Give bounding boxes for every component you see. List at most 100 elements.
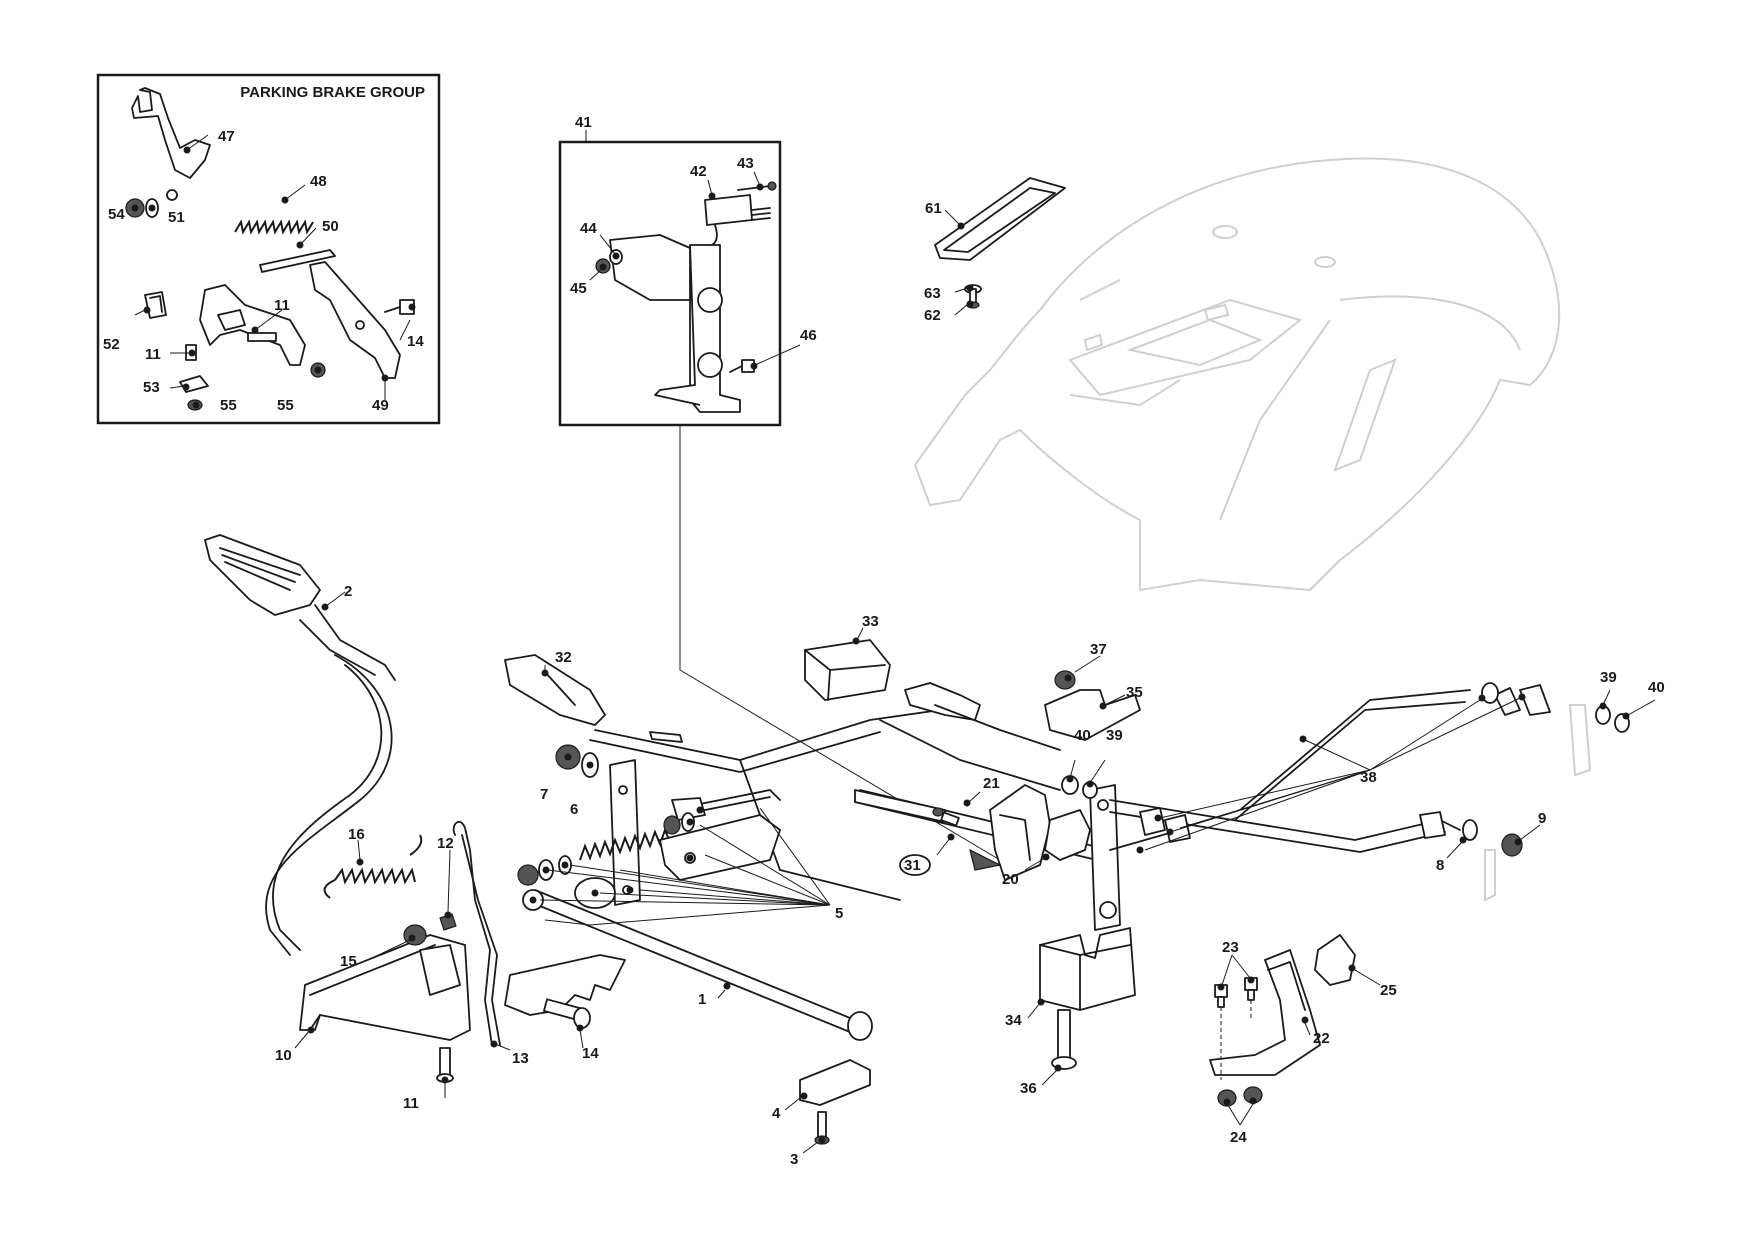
callout-55-b: 55 [277,397,294,414]
callout-61: 61 [925,200,942,217]
bracket-inset [199,284,306,366]
nut-part-15 [403,924,427,946]
block-part-25 [1314,934,1356,986]
callout-47: 47 [218,128,235,145]
callout-40-mid: 40 [1074,727,1091,744]
fender-pad-part-61 [934,177,1066,261]
callout-8: 8 [1436,857,1444,874]
callout-38: 38 [1360,769,1377,786]
linkage-rods [589,709,1061,901]
callout-37: 37 [1090,641,1107,658]
screw-part-43 [737,185,771,191]
callout-51: 51 [168,209,185,226]
callout-24: 24 [1230,1129,1247,1146]
callout-15: 15 [340,953,357,970]
callout-39-right: 39 [1600,669,1617,686]
ghost-bracket [1568,704,1592,777]
callout-41: 41 [575,114,592,131]
plate-part-49 [309,261,401,379]
callout-62: 62 [924,307,941,324]
shaft-part-1 [529,889,873,1041]
washer-part-8 [1462,819,1478,841]
linkage-rod-part-38 [1109,682,1551,853]
callout-52: 52 [103,336,120,353]
callout-45: 45 [570,280,587,297]
bracket-part-10 [299,934,471,1041]
callout-31: 31 [904,857,921,874]
bracket-part-22 [1209,949,1321,1076]
bolt-part-14-main [543,998,591,1029]
clamp-part-35 [1044,689,1141,741]
callout-49: 49 [372,397,389,414]
spring-part-16 [323,834,423,899]
callout-46: 46 [800,327,817,344]
callout-42: 42 [690,163,707,180]
callout-23: 23 [1222,939,1239,956]
pointer-arrow [969,848,1002,871]
callout-leaders [131,134,1656,1154]
block-near-20 [1044,809,1091,861]
switch-group-inset [558,130,1001,861]
brake-lever-part-47 [131,87,211,179]
rear-fender-body-ghost [914,157,1561,591]
nuts-part-24 [1217,1086,1263,1107]
callout-43: 43 [737,155,754,172]
callout-22: 22 [1313,1030,1330,1047]
callout-63: 63 [924,285,941,302]
switch-inset-frame [558,140,782,427]
lever-part-13 [452,820,501,1046]
callout-36: 36 [1020,1080,1037,1097]
callout-53: 53 [143,379,160,396]
callout-7: 7 [540,786,548,803]
bolt-part-11-inset [247,332,277,342]
callout-10: 10 [275,1047,292,1064]
callout-50: 50 [322,218,339,235]
callout-54: 54 [108,206,125,223]
screw-part-21 [932,807,960,827]
inset-frame [96,73,441,425]
clamp-part-4 [799,1059,871,1106]
callout-44: 44 [580,220,597,237]
callout-20: 20 [1002,871,1019,888]
threaded-rod [659,789,781,881]
callout-12: 12 [437,835,454,852]
callout-25: 25 [1380,982,1397,999]
callout-2: 2 [344,583,352,600]
rod-part-50 [259,249,336,273]
callout-33: 33 [862,613,879,630]
callout-11-inset-b: 11 [145,346,161,363]
parking-brake-group-inset: PARKING BRAKE GROUP [96,73,441,425]
callout-4: 4 [772,1105,781,1122]
callout-11-inset-a: 11 [274,297,290,314]
callout-1: 1 [698,991,706,1008]
micro-switch-part-42 [704,194,753,226]
callout-55-a: 55 [220,397,237,414]
callout-40-right: 40 [1648,679,1665,696]
callout-3: 3 [790,1151,798,1168]
callout-39-mid: 39 [1106,727,1123,744]
callout-5: 5 [835,905,843,922]
block-part-52 [144,291,167,319]
callout-14-inset: 14 [407,333,424,350]
callout-14-main: 14 [582,1045,599,1062]
block-part-33 [804,639,891,701]
slide-part [904,682,981,721]
spring-part-5 [579,827,671,861]
brake-pedal-part-2 [204,534,396,956]
callout-34: 34 [1005,1012,1022,1029]
callout-9: 9 [1538,810,1546,827]
nut-part-37 [1054,670,1076,690]
inset-title: PARKING BRAKE GROUP [240,84,425,101]
spring-part-48 [234,219,314,235]
callout-6: 6 [570,801,578,818]
callout-labels: 47 48 50 54 51 11 52 11 14 53 55 55 49 4… [103,114,1665,1168]
callout-35: 35 [1126,684,1143,701]
callout-21: 21 [983,775,1000,792]
callout-48: 48 [310,173,327,190]
ratchet-plate [504,954,626,1016]
bolt-part-36 [1051,1009,1077,1070]
cable-cover-part-32 [504,654,606,726]
block-part-34 [1039,927,1136,1011]
callout-16: 16 [348,826,365,843]
